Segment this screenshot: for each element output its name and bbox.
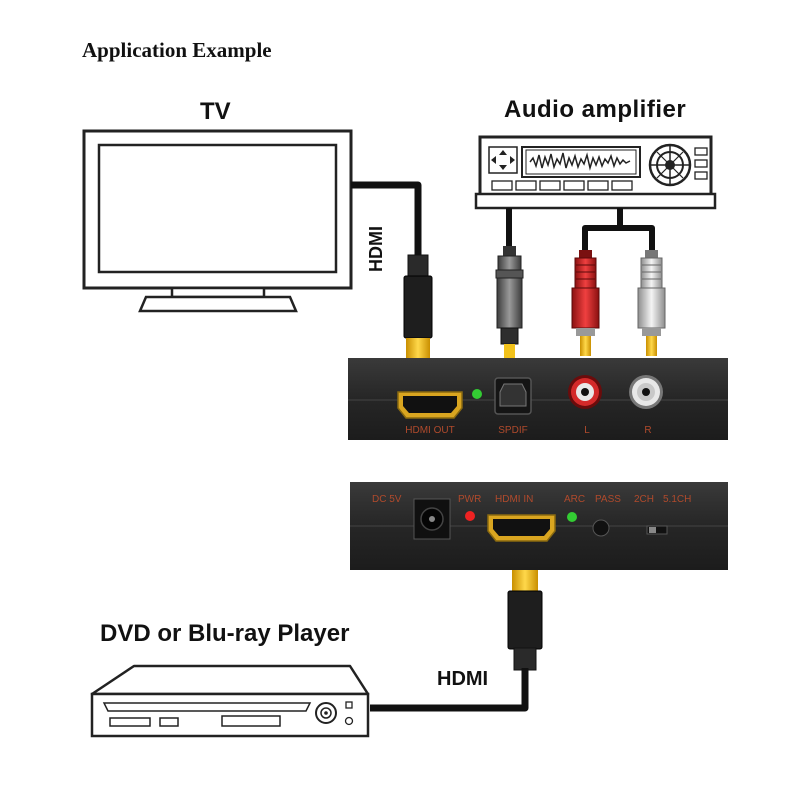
rca-r-jack-icon (629, 375, 663, 409)
page-title: Application Example (82, 38, 272, 62)
mode-button-icon (592, 519, 610, 537)
audio-cables (506, 208, 655, 255)
mode-switch-icon (646, 525, 668, 535)
hdmi-in-port-icon (487, 514, 556, 542)
amplifier-label: Audio amplifier (504, 96, 687, 123)
dvd-player-icon (90, 664, 370, 738)
port-label-spdif: SPDIF (498, 425, 527, 436)
port-label-hdmi-out: HDMI OUT (405, 425, 454, 436)
label-hdmi-in: HDMI IN (495, 494, 533, 505)
output-panel: HDMI OUT SPDIF L R (348, 358, 728, 440)
label-arc: ARC (564, 494, 585, 505)
hdmi-cable-player (370, 570, 543, 712)
amplifier-icon (474, 135, 717, 210)
hdmi-cable-tv (351, 181, 433, 358)
tv-label: TV (200, 98, 231, 125)
player-label: DVD or Blu-ray Player (100, 620, 350, 647)
port-label-l: L (584, 425, 590, 436)
spdif-plug-icon (495, 246, 524, 358)
hdmi-out-port-icon (397, 391, 463, 419)
label-2ch: 2CH (634, 494, 654, 505)
hdmi-cable-label-top: HDMI (366, 226, 386, 272)
port-label-r: R (644, 425, 651, 436)
label-dc-5v: DC 5V (372, 494, 402, 505)
led-green-icon (567, 512, 577, 522)
rca-l-jack-icon (568, 375, 602, 409)
hdmi-cable-label-bottom: HDMI (437, 668, 489, 690)
label-pass: PASS (595, 494, 621, 505)
spdif-port-icon (494, 377, 532, 415)
dc-jack-icon (413, 498, 451, 540)
rca-red-plug-icon (571, 250, 600, 356)
input-panel: DC 5V PWR HDMI IN ARC PASS 2CH 5.1CH (350, 482, 728, 570)
rca-white-plug-icon (637, 250, 666, 356)
led-red-icon (465, 511, 475, 521)
tv-icon (82, 129, 353, 313)
led-green-icon (472, 389, 482, 399)
label-5-1ch: 5.1CH (663, 494, 691, 505)
label-pwr: PWR (458, 494, 481, 505)
